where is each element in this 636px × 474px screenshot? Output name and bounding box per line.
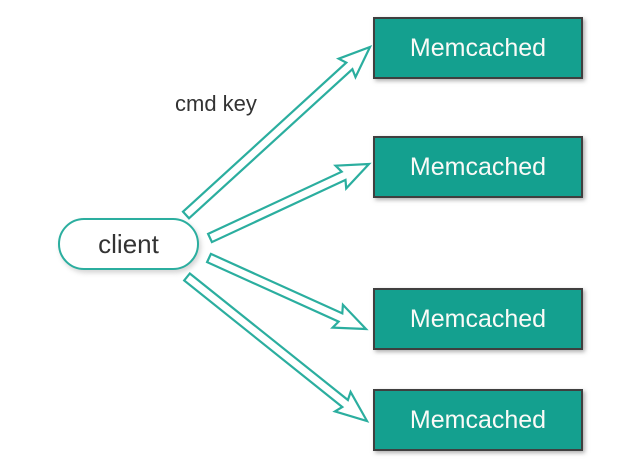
- memcached-label-1: Memcached: [409, 33, 547, 62]
- memcached-node-2: Memcached: [373, 136, 583, 198]
- memcached-label-2: Memcached: [409, 152, 547, 181]
- arrow-client-to-memcached-4: [182, 271, 370, 423]
- arrow-label-cmd-key: cmd key: [175, 91, 257, 116]
- memcached-label-3: Memcached: [409, 304, 547, 333]
- memcached-label-4: Memcached: [409, 405, 547, 434]
- memcached-node-1: Memcached: [373, 17, 583, 79]
- arrow-client-to-memcached-3: [205, 252, 369, 331]
- memcached-node-4: Memcached: [373, 389, 583, 451]
- client-label: client: [98, 228, 159, 259]
- arrow-client-to-memcached-1: [181, 45, 373, 220]
- memcached-node-3: Memcached: [373, 288, 583, 350]
- client-node: client: [58, 218, 199, 270]
- arrow-client-to-memcached-2: [206, 162, 372, 244]
